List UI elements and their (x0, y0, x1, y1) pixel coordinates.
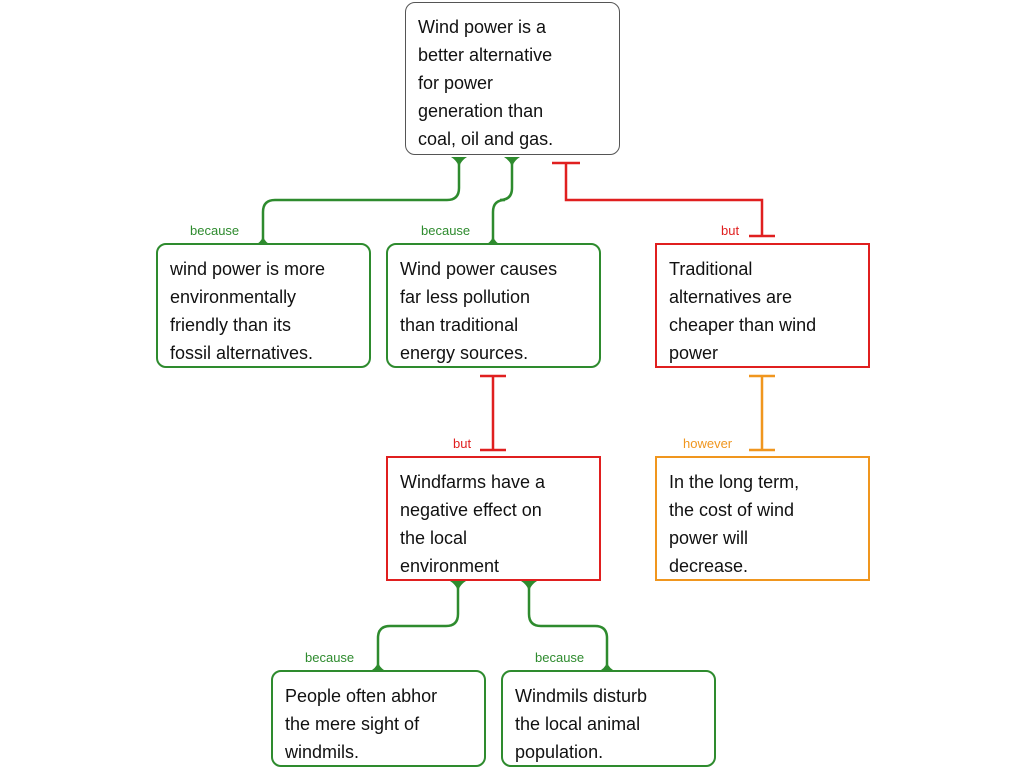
because-label-reason1: because (190, 223, 240, 238)
objection-box-windfarms-negative-effect[interactable]: Windfarms have a negative effect on the … (386, 456, 601, 581)
claim-box[interactable]: Wind power is a better alternative for p… (405, 2, 620, 155)
support-arrowhead-reason4 (521, 581, 537, 594)
because-label-reason4: because (535, 650, 585, 665)
support-arrowhead-reason1 (451, 157, 467, 170)
support-tail-reason4 (601, 660, 613, 670)
objection-connector-1 (564, 163, 764, 236)
because-label-reason3: because (305, 650, 355, 665)
objection-box-cheaper-alternatives[interactable]: Traditional alternatives are cheaper tha… (655, 243, 870, 368)
reason-box-abhor-sight[interactable]: People often abhor the mere sight of win… (271, 670, 486, 767)
support-connector-reason4 (527, 581, 609, 670)
reason-box-environmentally-friendly[interactable]: wind power is more environmentally frien… (156, 243, 371, 368)
however-label-rebuttal1: however (683, 436, 733, 451)
but-label-objection2: but (453, 436, 472, 451)
support-tail-reason2 (487, 234, 499, 244)
because-label-reason2: because (421, 223, 471, 238)
support-arrowhead-reason3 (450, 581, 466, 594)
support-connector-reason2 (491, 157, 514, 244)
support-arrowhead-reason2 (504, 157, 520, 170)
support-connector-reason1 (261, 157, 461, 244)
rebuttal-box-cost-decrease[interactable]: In the long term, the cost of wind power… (655, 456, 870, 581)
support-tail-reason1 (257, 234, 269, 244)
reason-box-less-pollution[interactable]: Wind power causes far less pollution tha… (386, 243, 601, 368)
but-label-objection1: but (721, 223, 740, 238)
support-connector-reason3 (376, 581, 460, 670)
reason-box-disturb-animals[interactable]: Windmils disturb the local animal popula… (501, 670, 716, 767)
support-tail-reason3 (372, 660, 384, 670)
